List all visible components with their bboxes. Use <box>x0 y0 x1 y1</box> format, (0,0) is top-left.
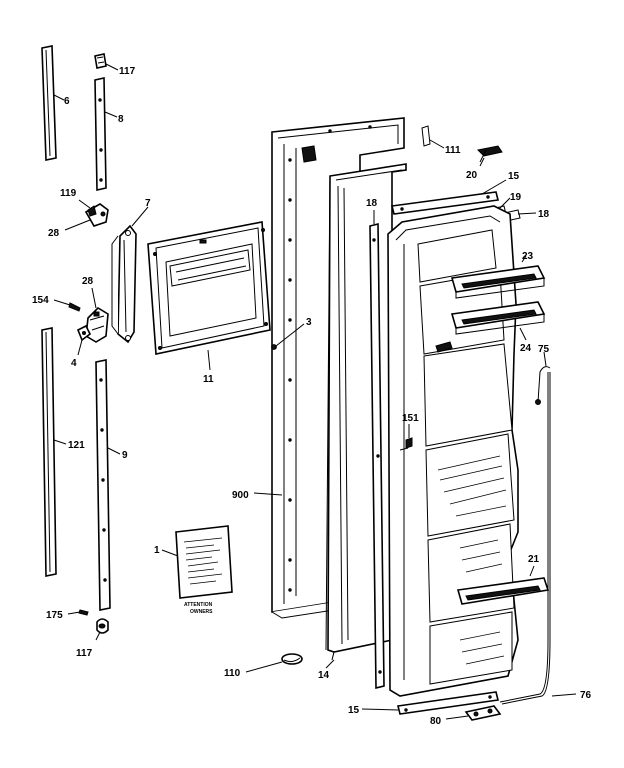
part-24-lower-shelf-bar <box>450 301 546 341</box>
part-15-top-rail <box>391 179 507 215</box>
part-175-screw <box>67 609 89 616</box>
callout-175: 175 <box>46 610 63 621</box>
part-75-clip-rod <box>535 351 551 405</box>
callout-23: 23 <box>522 251 534 262</box>
part-7-door-handle <box>111 206 149 344</box>
part-111-small-rod <box>421 125 445 149</box>
part-11-dispenser-frame <box>147 221 271 371</box>
callout-151: 151 <box>402 413 419 424</box>
part-117-bottom-end-cap <box>95 618 109 641</box>
callout-75: 75 <box>538 344 550 355</box>
part-80-bottom-bracket <box>445 705 502 721</box>
part-117-top-end-cap <box>94 53 119 71</box>
callout-8: 8 <box>118 114 124 125</box>
callout-6: 6 <box>64 96 70 107</box>
callout-19: 19 <box>510 192 522 203</box>
part-121-long-strip <box>41 327 67 577</box>
callout-20: 20 <box>466 170 478 181</box>
callout-9: 9 <box>122 450 128 461</box>
part-1-attention-card: ATTENTION OWNERS <box>161 525 233 615</box>
callout-21: 21 <box>528 554 540 565</box>
callout-7: 7 <box>145 198 151 209</box>
callout-18-left: 18 <box>366 198 378 209</box>
callout-28-upper: 28 <box>48 228 60 239</box>
callout-24: 24 <box>520 343 532 354</box>
callout-119: 119 <box>60 188 77 199</box>
callout-80: 80 <box>430 716 442 727</box>
part-154-screw <box>53 299 81 312</box>
callout-76: 76 <box>580 690 592 701</box>
callout-14: 14 <box>318 670 330 681</box>
callout-4: 4 <box>71 358 77 369</box>
callout-11: 11 <box>203 374 214 385</box>
callout-28-lower: 28 <box>82 276 94 287</box>
liner-inner-door <box>387 205 519 697</box>
part-21-bottom-shelf-bar <box>456 565 550 605</box>
part-18-left-rail <box>369 210 385 690</box>
part-9-long-bracket-bar <box>95 359 121 611</box>
callout-117-bottom: 117 <box>76 648 93 659</box>
card-caption-line1: ATTENTION <box>184 602 213 608</box>
callout-111: 111 <box>445 145 461 156</box>
callout-15-bottom: 15 <box>348 705 360 716</box>
callout-117-top: 117 <box>119 66 136 77</box>
part-76-long-rod <box>499 372 577 705</box>
part-23-upper-shelf-bar <box>450 255 546 299</box>
part-119-28-small-bracket <box>64 199 109 231</box>
callout-15-top: 15 <box>508 171 520 182</box>
callout-3: 3 <box>306 317 312 328</box>
part-6-trim-strip <box>41 45 65 161</box>
callout-900: 900 <box>232 490 249 501</box>
callout-110: 110 <box>224 668 241 679</box>
part-8-bracket-bar <box>94 77 118 191</box>
part-15-bottom-rail <box>361 691 499 715</box>
callout-18-right: 18 <box>538 209 550 220</box>
callout-121: 121 <box>68 440 85 451</box>
part-20-latch <box>476 145 503 167</box>
part-110-plug <box>245 653 303 673</box>
callout-154: 154 <box>32 295 49 306</box>
part-14-door-gasket <box>325 163 407 669</box>
callout-1: 1 <box>154 545 160 556</box>
card-caption-line2: OWNERS <box>190 609 213 615</box>
part-4-clip <box>76 324 92 356</box>
callout-labels: 117 6 8 119 28 7 28 154 4 11 3 121 9 900… <box>32 66 592 727</box>
